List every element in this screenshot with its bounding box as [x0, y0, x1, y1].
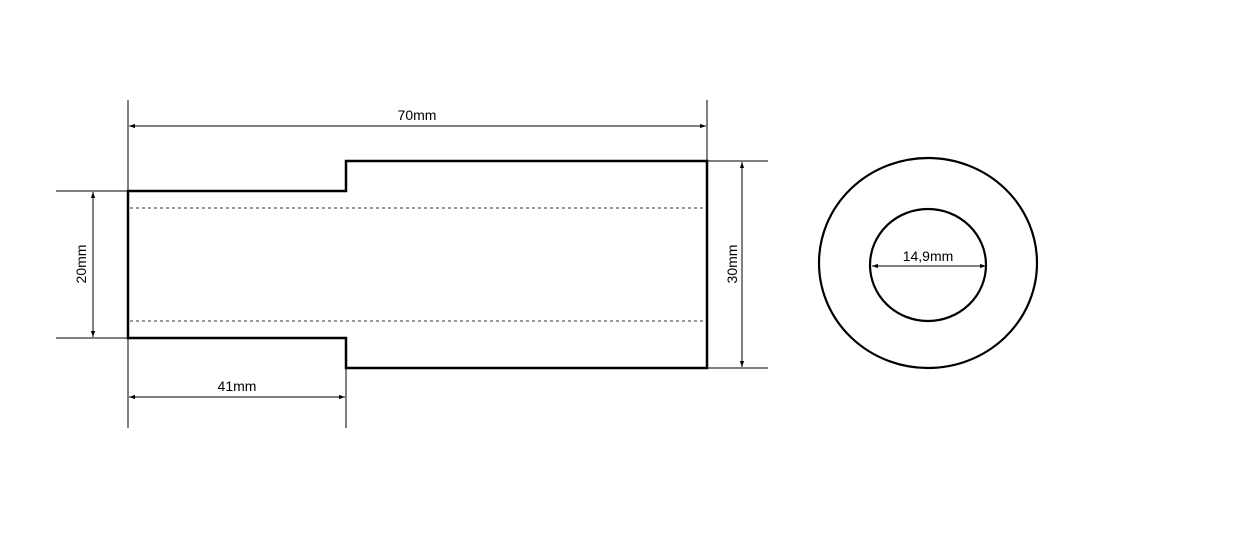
dimension-small-diameter: 20mm — [73, 192, 96, 337]
side-view — [126, 159, 709, 370]
dimension-label-overall-length: 70mm — [398, 107, 437, 123]
end-view-inner-circle — [868, 207, 988, 323]
end-view-outer-circle — [817, 156, 1039, 370]
dimension-large-diameter: 30mm — [724, 162, 745, 367]
dimension-overall-length: 70mm — [129, 107, 706, 129]
dimension-label-small-diameter: 20mm — [73, 245, 89, 284]
dimension-label-bore-diameter: 14,9mm — [903, 248, 954, 264]
dimension-step-length: 41mm — [129, 378, 345, 400]
dimension-label-step-length: 41mm — [218, 378, 257, 394]
side-view-outline — [126, 159, 709, 370]
dimension-label-large-diameter: 30mm — [724, 245, 740, 284]
end-view: 14,9mm — [817, 156, 1039, 370]
extension-lines — [56, 100, 768, 428]
